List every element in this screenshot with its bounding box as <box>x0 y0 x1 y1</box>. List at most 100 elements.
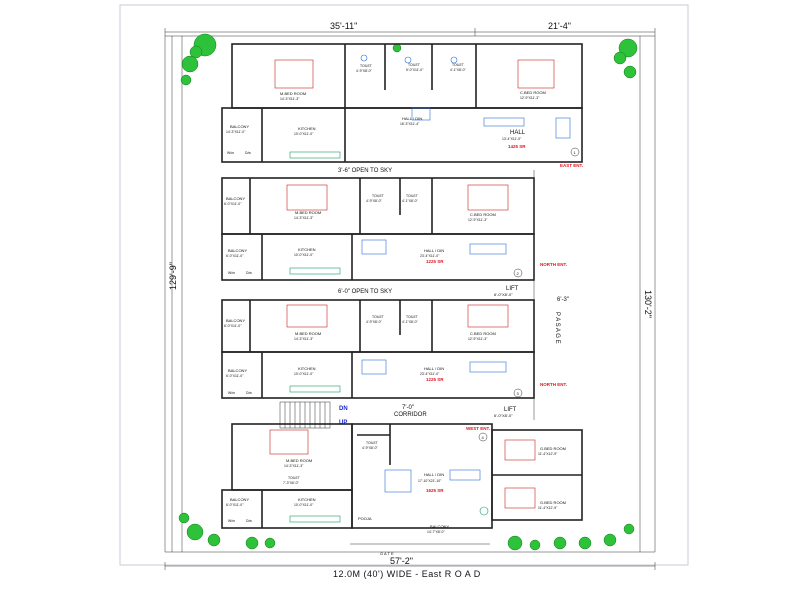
unit1-balcony-size: 14'-3"X11'-0" <box>226 130 246 134</box>
stairs-up: UP <box>339 420 347 426</box>
unit2-number-badge <box>513 268 523 278</box>
unit4-gbed1: G.BED ROOM <box>540 446 566 451</box>
unit4-toilet-b-size: 7'-3"X6'-0" <box>283 481 300 485</box>
unit3-area: 1225 SR <box>426 377 444 382</box>
unit3-balcony-size: 6'-0"X11'-0" <box>224 324 242 328</box>
unit4-number-badge <box>478 432 488 442</box>
tree-icon <box>245 536 276 550</box>
unit2-hall-din-size: 23'-4"X11'-0" <box>420 254 440 258</box>
dimension-bottom: 57'-2" <box>164 556 656 570</box>
tree-icon <box>178 512 190 524</box>
corridor-label: CORRIDOR <box>394 412 427 418</box>
unit4-balcony: BALCONY <box>230 497 249 502</box>
tree-icon <box>553 533 617 550</box>
unit2-entry: NORTH ENT. <box>540 262 567 267</box>
corridor-size: 7'-0" <box>402 405 414 411</box>
unit1-entry: EAST ENT. <box>560 163 583 168</box>
unit3-toilet-b-size: 4'-1"X8'-0" <box>402 320 419 324</box>
unit4-balcony-size: 6'-0"X11'-0" <box>226 503 244 507</box>
dim-top-right: 21'-4" <box>548 21 571 31</box>
stairs-down: DN <box>339 406 348 412</box>
unit-4: M.BED ROOM 14'-3"X11'-3" TOILET 4'-9"X8'… <box>221 423 583 534</box>
unit4-dw: D/w <box>246 519 252 523</box>
unit-1: M.BED ROOM 14'-3"X11'-3" TOILET 4'-9"X8'… <box>221 43 583 168</box>
dimension-right: 130'-2" 6'-3" <box>557 36 653 552</box>
unit2-mbed-size: 14'-3"X11'-3" <box>294 216 314 220</box>
unit2-cbed: C.BED ROOM <box>470 212 496 217</box>
road-label: 12.0M (40') WIDE - East R O A D <box>333 569 481 579</box>
tree-icon <box>186 523 221 547</box>
unit1-toilet-b-size: 5'-0"X11'-0" <box>406 68 424 72</box>
unit3-toilet-a: TOILET <box>372 315 384 319</box>
unit2-mbed: M.BED ROOM <box>295 210 321 215</box>
lift-2-size: 6'-0"X8'-0" <box>494 413 513 418</box>
unit3-entry: NORTH ENT. <box>540 382 567 387</box>
unit3-dw: D/w <box>246 391 252 395</box>
unit3-hall-din-size: 23'-4"X11'-0" <box>420 372 440 376</box>
tree-icon <box>189 33 217 59</box>
unit1-mbed-size: 14'-3"X11'-3" <box>280 97 300 101</box>
open-to-sky-2: 6'-0" OPEN TO SKY <box>338 289 392 295</box>
dim-right-small: 6'-3" <box>557 297 569 303</box>
unit3-toilet-a-size: 4'-9"X8'-0" <box>366 320 383 324</box>
gate-label: G A T E <box>380 551 394 556</box>
unit2-kitchen-size: 10'-0"X11'-0" <box>294 253 314 257</box>
unit4-hall-din: HALL / DIN <box>424 472 444 477</box>
tree-icon <box>392 43 402 53</box>
dim-bottom: 57'-2" <box>390 556 413 566</box>
unit2-toilet-a-size: 4'-9"X8'-0" <box>366 199 383 203</box>
unit3-balcony2-size: 6'-0"X11'-0" <box>226 374 244 378</box>
unit2-wm: W/m <box>228 271 235 275</box>
dim-left: 129'-9" <box>168 262 178 290</box>
unit4-pooja: POOJA <box>358 516 372 521</box>
unit4-kitchen-size: 10'-0"X11'-0" <box>294 503 314 507</box>
unit3-toilet-b: TOILET <box>406 315 418 319</box>
unit3-kitchen: KITCHEN <box>298 366 316 371</box>
unit3-cbed: C.BED ROOM <box>470 331 496 336</box>
unit1-cbed-size: 12'-9"X11'-3" <box>520 96 540 100</box>
unit2-num: 2 <box>517 271 520 276</box>
unit2-toilet-b: TOILET <box>406 194 418 198</box>
page-frame <box>119 4 689 566</box>
tree-icon <box>623 523 635 535</box>
unit1-hall: HALL <box>510 130 526 136</box>
unit4-gbed2-size: 11'-4"X12'-9" <box>538 506 558 510</box>
unit4-hall-din-size: 17'-10"X21'-10" <box>418 479 442 483</box>
lift-1: LIFT <box>506 286 519 292</box>
unit1-number-badge <box>570 147 580 157</box>
unit3-wm: W/m <box>228 391 235 395</box>
unit4-balcony2-size: 14'-7"X8'-0" <box>427 530 445 534</box>
unit3-balcony: BALCONY <box>226 318 245 323</box>
tree-icon <box>181 55 199 73</box>
dim-right: 130'-2" <box>643 290 653 318</box>
unit2-dw: D/w <box>246 271 252 275</box>
unit2-toilet-a: TOILET <box>372 194 384 198</box>
unit3-number-badge <box>513 388 523 398</box>
lift-2: LIFT <box>504 407 517 413</box>
unit4-mbed-size: 14'-3"X11'-3" <box>284 464 304 468</box>
unit3-hall-din: HALL / DIN <box>424 366 444 371</box>
unit3-num: 3 <box>517 391 520 396</box>
unit4-mbed: M.BED ROOM <box>286 458 312 463</box>
unit2-kitchen: KITCHEN <box>298 247 316 252</box>
unit2-balcony-size: 6'-0"X11'-0" <box>224 202 242 206</box>
unit3-mbed-size: 14'-3"X11'-3" <box>294 337 314 341</box>
unit1-dw: D/w <box>245 151 251 155</box>
unit1-hall-din: HALL / DIN <box>402 116 422 121</box>
unit1-cbed: C.BED ROOM <box>520 90 546 95</box>
unit3-mbed: M.BED ROOM <box>295 331 321 336</box>
unit4-balcony2: BALCONY <box>430 524 449 529</box>
unit4-wm: W/m <box>228 519 235 523</box>
dimension-top: 35'-11" 21'-4" <box>164 21 656 36</box>
tree-icon <box>180 74 192 86</box>
plot-boundary <box>164 35 656 553</box>
unit4-area: 1625 SR <box>426 488 444 493</box>
tree-icon <box>613 38 638 65</box>
unit-3: BALCONY 6'-0"X11'-0" M.BED ROOM 14'-3"X1… <box>221 299 567 399</box>
unit2-balcony2-size: 6'-0"X11'-0" <box>226 254 244 258</box>
unit3-kitchen-size: 10'-0"X11'-0" <box>294 372 314 376</box>
staircase: DN UP <box>279 401 348 429</box>
tree-icon <box>623 65 637 79</box>
unit1-kitchen-size: 10'-0"X11'-0" <box>294 132 314 136</box>
unit2-toilet-b-size: 4'-1"X8'-0" <box>402 199 419 203</box>
